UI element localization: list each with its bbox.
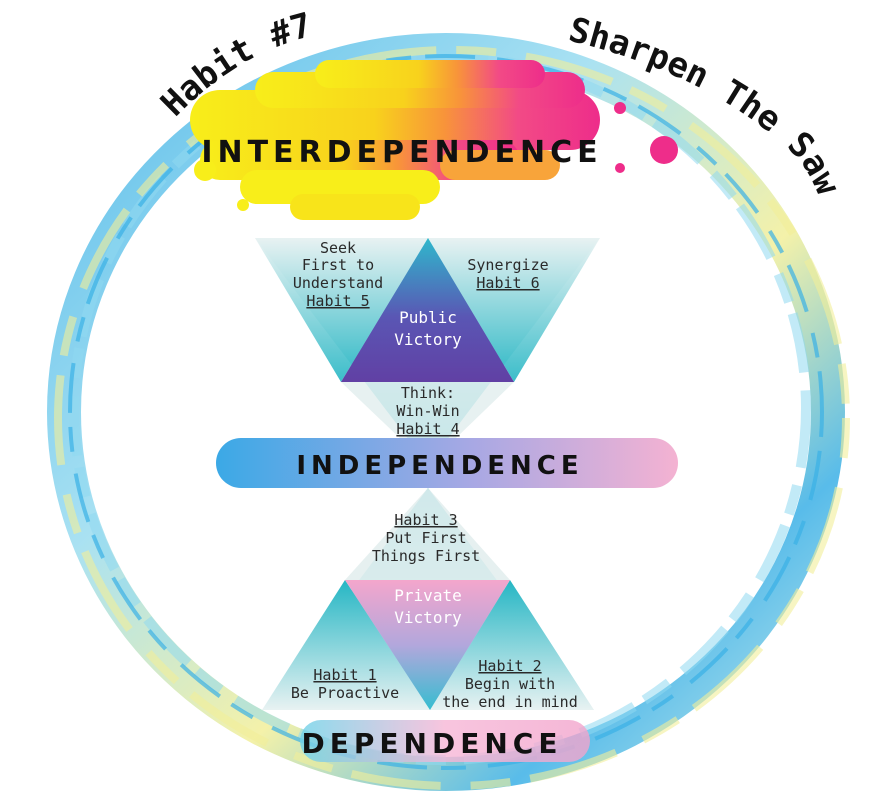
svg-text:Think:: Think: (401, 384, 455, 402)
dependence-brush (300, 720, 590, 762)
private-victory-text: Private Victory (394, 586, 462, 627)
sharpen-the-saw-label: Sharpen The Saw (565, 10, 848, 201)
svg-text:First to: First to (302, 256, 374, 274)
svg-text:Habit 1: Habit 1 (313, 666, 376, 684)
svg-text:Victory: Victory (394, 608, 462, 627)
svg-text:the end in mind: the end in mind (442, 693, 577, 711)
svg-text:Victory: Victory (394, 330, 462, 349)
habit-2-text: Habit 2 Begin with the end in mind (442, 657, 577, 711)
svg-text:Synergize: Synergize (467, 256, 548, 274)
svg-text:Win-Win: Win-Win (396, 402, 459, 420)
habit-1-text: Habit 1 Be Proactive (291, 666, 399, 702)
svg-text:Habit 4: Habit 4 (396, 420, 459, 438)
svg-text:Seek: Seek (320, 239, 356, 257)
svg-text:Habit 6: Habit 6 (476, 274, 539, 292)
private-victory-triangle (345, 580, 510, 710)
habit-6-text: Synergize Habit 6 (467, 256, 548, 292)
public-victory-text: Public Victory (394, 308, 462, 349)
independence-bar (216, 438, 678, 488)
svg-text:Private: Private (394, 586, 461, 605)
habit-4-text: Think: Win-Win Habit 4 (396, 384, 459, 438)
svg-text:Public: Public (399, 308, 457, 327)
svg-text:Habit 5: Habit 5 (306, 292, 369, 310)
svg-text:Habit 2: Habit 2 (478, 657, 541, 675)
paint-splash (190, 60, 678, 220)
svg-text:Habit 3: Habit 3 (394, 511, 457, 529)
habit-3-text: Habit 3 Put First Things First (372, 511, 480, 565)
upper-triangle (255, 238, 600, 465)
svg-text:Be Proactive: Be Proactive (291, 684, 399, 702)
independence-title: INDEPENDENCE (296, 451, 583, 481)
habit-5-text: Seek First to Understand Habit 5 (293, 239, 383, 310)
dependence-title: DEPENDENCE (302, 727, 563, 760)
interdependence-title: INTERDEPENDENCE (201, 135, 602, 170)
svg-text:Begin with: Begin with (465, 675, 555, 693)
svg-text:Things First: Things First (372, 547, 480, 565)
svg-text:Understand: Understand (293, 274, 383, 292)
svg-text:Put First: Put First (385, 529, 466, 547)
lower-triangle (262, 488, 594, 710)
public-victory-triangle (341, 238, 514, 382)
